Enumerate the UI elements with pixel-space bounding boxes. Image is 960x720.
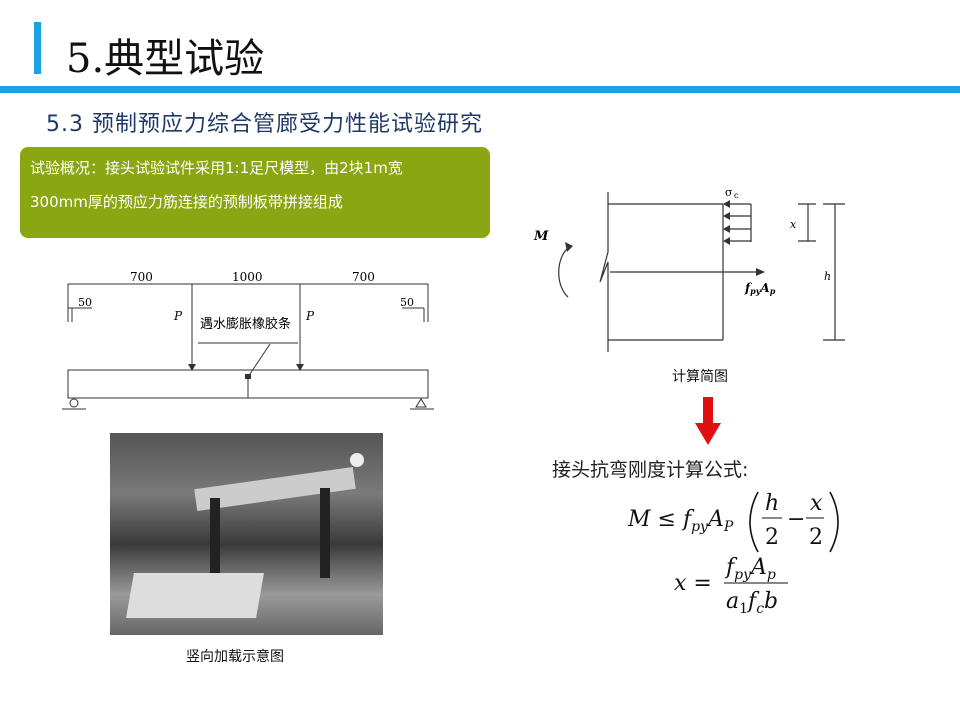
beam-loading-diagram: 700 1000 700 50 50 P P 遇水膨胀橡胶条: [62, 270, 434, 410]
minus-sign: −: [787, 507, 805, 532]
down-arrow-icon: [695, 397, 721, 445]
rubber-strip-label: 遇水膨胀橡胶条: [200, 316, 291, 332]
frac-h-num: h: [765, 491, 779, 516]
title-accent-bar: [34, 22, 41, 74]
page-title: 5.典型试验: [66, 36, 265, 82]
section-caption: 计算简图: [672, 369, 728, 385]
formula-x-denominator: a1fcb: [726, 589, 778, 614]
stress-label: σ: [725, 186, 733, 199]
formula-x-numerator: fpyAp: [724, 555, 776, 583]
loading-test-photo: [110, 433, 383, 635]
close-bracket: [829, 491, 839, 553]
dim-mid: 1000: [232, 270, 263, 284]
load-left: P: [173, 309, 183, 323]
force-label: fpyAp: [744, 281, 776, 296]
edge-left: 50: [78, 296, 92, 309]
title-divider: [0, 86, 960, 93]
overview-line-1: 试验概况：接头试验试件采用1:1足尺模型，由2块1m宽: [30, 159, 403, 177]
dim-left: 700: [130, 270, 153, 284]
dim-right: 700: [352, 270, 375, 284]
stress-sub: c: [734, 191, 739, 200]
overview-line-2: 300mm厚的预应力筋连接的预制板带拼接组成: [30, 193, 343, 211]
load-right: P: [305, 309, 315, 323]
open-bracket: [749, 491, 759, 553]
edge-right: 50: [400, 296, 414, 309]
frac-x-den: 2: [809, 525, 823, 550]
formula-moment: M ≤ fpyAP: [627, 507, 734, 535]
depth-x-label: x: [790, 218, 797, 231]
height-h-label: h: [824, 270, 831, 283]
overview-box: 试验概况：接头试验试件采用1:1足尺模型，由2块1m宽 300mm厚的预应力筋连…: [20, 147, 490, 238]
frac-h-den: 2: [765, 525, 779, 550]
section-subtitle: 5.3 预制预应力综合管廊受力性能试验研究: [46, 112, 483, 137]
frac-x-num: x: [810, 491, 823, 516]
formula-x: x =: [674, 571, 712, 596]
formula-label: 接头抗弯刚度计算公式:: [552, 459, 749, 481]
photo-caption: 竖向加载示意图: [186, 649, 284, 665]
moment-label: M: [533, 229, 549, 244]
calculation-section-diagram: M σ c x h fpyAp: [533, 186, 845, 352]
stiffness-formulas: M ≤ fpyAP h 2 − x 2 x = fpyAp a1fcb: [627, 491, 839, 614]
